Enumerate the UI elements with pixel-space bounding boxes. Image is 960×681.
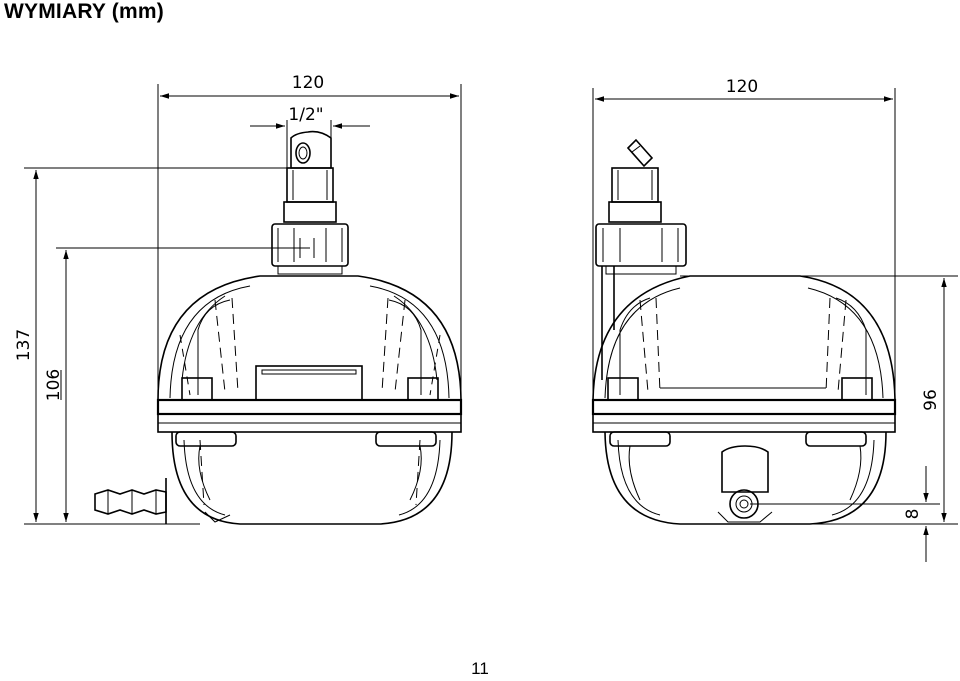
dim-left-width-label: 120 [292,73,324,93]
pump-body-side [591,138,897,525]
dim-right-height: 96 [680,275,958,525]
side-view: 120 96 8 [591,77,958,562]
dim-left-width: 120 [157,73,462,400]
front-view: 120 1/2" 137 106 [14,73,463,525]
dim-height-inlet-label: 106 [44,369,64,401]
page-number: 11 [471,659,489,678]
dim-thread: 1/2" [250,105,370,168]
dim-height-total: 137 [14,167,290,525]
dim-right-height-label: 96 [921,389,941,411]
pump-body-front [94,130,463,525]
dim-thread-label: 1/2" [288,105,323,125]
dim-outlet-offset-label: 8 [903,509,923,520]
dim-outlet-offset: 8 [750,466,940,562]
dim-height-inlet: 106 [44,247,310,522]
page-title: WYMIARY (mm) [4,0,164,23]
dim-right-width-label: 120 [726,77,758,97]
dim-height-total-label: 137 [14,329,34,361]
dim-right-width: 120 [592,77,896,400]
